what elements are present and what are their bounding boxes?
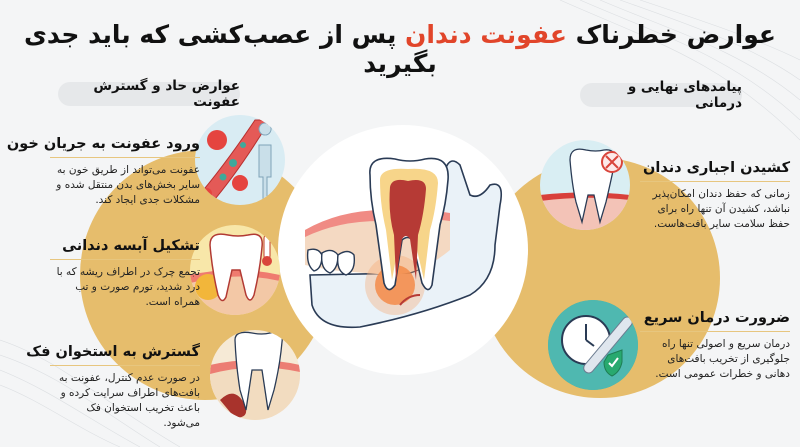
card-text: عفونت می‌تواند از طریق خون به سایر بخش‌ه…	[56, 164, 200, 206]
jawbone-infection-icon	[210, 330, 300, 420]
card-urgent-treatment: ضرورت درمان سریع درمان سریع و اصولی تنها…	[640, 310, 790, 382]
card-bloodstream: ورود عفونت به جریان خون عفونت می‌تواند ا…	[7, 136, 200, 208]
page-title: عوارض خطرناک عفونت دندان پس از عصب‌کشی ک…	[0, 20, 800, 78]
infected-tooth-jaw-illustration	[305, 157, 503, 329]
section-label-acute: عوارض حاد و گسترش عفونت	[58, 78, 240, 110]
tooth-abscess-icon	[190, 225, 280, 315]
card-text: زمانی که حفظ دندان امکان‌پذیر نباشد، کشی…	[652, 188, 790, 230]
card-text: در صورت عدم کنترل، عفونت به بافت‌های اطر…	[59, 372, 200, 429]
card-title: تشکیل آبسه دندانی	[50, 238, 200, 260]
section-label-outcomes: پیامدهای نهایی و درمانی	[580, 79, 742, 111]
card-abscess: تشکیل آبسه دندانی تجمع چرک در اطراف ریشه…	[50, 238, 200, 310]
card-jawbone: گسترش به استخوان فک در صورت عدم کنترل، ع…	[26, 344, 200, 431]
urgent-treatment-icon	[548, 300, 638, 390]
card-title: ضرورت درمان سریع	[640, 310, 790, 332]
title-accent: عفونت دندان	[405, 20, 567, 49]
card-title: گسترش به استخوان فک	[26, 344, 200, 366]
card-text: تجمع چرک در اطراف ریشه که با درد شدید، ت…	[56, 266, 200, 308]
tooth-extraction-icon	[540, 140, 630, 230]
title-part-2: پس از عصب‌کشی که باید جدی بگیرید	[24, 20, 437, 78]
card-title: ورود عفونت به جریان خون	[7, 136, 200, 158]
title-part-1: عوارض خطرناک	[566, 20, 776, 49]
card-title: کشیدن اجباری دندان	[640, 160, 790, 182]
card-extraction: کشیدن اجباری دندان زمانی که حفظ دندان ام…	[640, 160, 790, 232]
bloodstream-infection-icon	[195, 115, 285, 205]
card-text: درمان سریع و اصولی تنها راه جلوگیری از ت…	[655, 338, 790, 380]
